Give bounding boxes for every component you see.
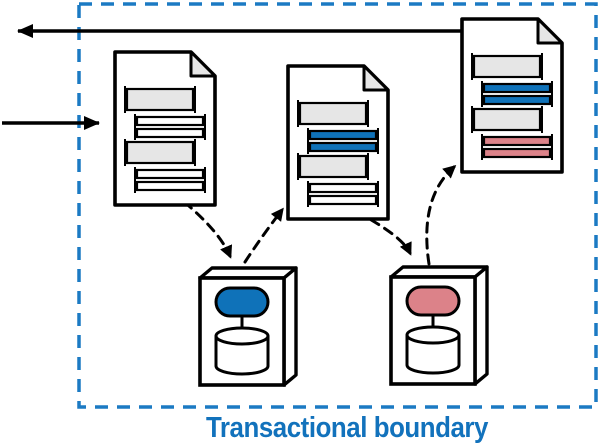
service1-to-doc2-arrow <box>243 207 284 264</box>
documents-layer <box>113 17 564 221</box>
service-1 <box>198 266 298 387</box>
bar-end-ticks <box>471 106 543 133</box>
text-block-bar <box>125 140 195 165</box>
bar-end-ticks <box>297 100 369 127</box>
boundary-label: Transactional boundary <box>206 412 488 444</box>
bar-end-ticks <box>471 53 543 80</box>
text-line-bar-red <box>482 147 552 159</box>
text-block-bar <box>125 87 195 112</box>
bar-end-ticks <box>124 86 196 113</box>
bar-end-ticks <box>134 114 206 128</box>
text-line-bar-plain <box>135 115 205 127</box>
service-2 <box>389 265 489 386</box>
bar-end-ticks <box>481 93 553 107</box>
text-line-bar-red <box>482 135 552 147</box>
solid-arrows <box>2 24 462 130</box>
text-line-bar-plain <box>308 182 378 194</box>
bar-end-ticks <box>307 181 379 195</box>
bar-end-ticks <box>481 134 553 148</box>
text-line-bar-plain <box>135 168 205 180</box>
text-block-bar <box>298 101 368 126</box>
document-3 <box>460 17 564 174</box>
pill-node-icon <box>405 285 461 317</box>
pill-node-icon <box>214 286 270 318</box>
folded-corner-icon <box>189 50 217 78</box>
transactional-boundary-box <box>77 2 598 409</box>
folded-corner-icon <box>536 17 564 45</box>
folded-corner-icon <box>362 64 390 92</box>
bar-end-ticks <box>134 179 206 193</box>
text-line-bar-blue <box>482 82 552 94</box>
bar-end-ticks <box>307 128 379 142</box>
text-line-bar-blue <box>308 129 378 141</box>
bar-end-ticks <box>307 193 379 207</box>
bar-end-ticks <box>134 126 206 140</box>
service2-to-doc3-arrow <box>425 165 457 266</box>
cylinder-icon-body <box>405 335 461 375</box>
text-line-bar-plain <box>135 127 205 139</box>
cylinder-icon-top <box>214 326 270 346</box>
cylinder-icon-top <box>405 325 461 345</box>
document-1 <box>113 50 217 207</box>
bar-end-ticks <box>297 153 369 180</box>
bar-end-ticks <box>134 167 206 181</box>
bar-end-ticks <box>124 139 196 166</box>
bar-end-ticks <box>481 81 553 95</box>
text-line-bar-blue <box>308 141 378 153</box>
text-block-bar <box>472 107 542 132</box>
services-layer <box>198 265 489 387</box>
text-block-bar <box>298 154 368 179</box>
text-line-bar-plain <box>135 180 205 192</box>
bar-end-ticks <box>481 146 553 160</box>
text-line-bar-plain <box>308 194 378 206</box>
bar-end-ticks <box>307 140 379 154</box>
text-line-bar-blue <box>482 94 552 106</box>
doc1-to-service1-arrow <box>170 190 233 259</box>
cylinder-icon-body <box>214 336 270 376</box>
text-block-bar <box>472 54 542 79</box>
document-2 <box>286 64 390 221</box>
